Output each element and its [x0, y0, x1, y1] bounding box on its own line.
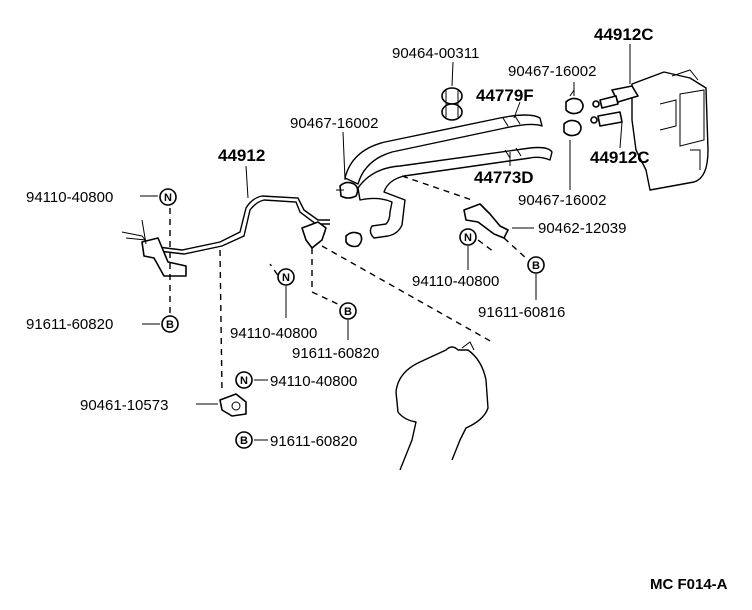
water-hose-44773D	[357, 146, 553, 239]
nut-marker-1: N	[159, 188, 177, 206]
nut-marker-label: N	[164, 192, 172, 204]
water-hose-44779F	[344, 114, 543, 185]
diagram-code: MC F014-A	[650, 576, 728, 593]
bolt-marker-label: B	[166, 319, 174, 331]
label-44779F: 44779F	[476, 86, 534, 105]
hose-clamp-lower-right	[563, 119, 582, 137]
label-94110-40800-a: 94110-40800	[26, 189, 113, 206]
label-44912: 44912	[218, 146, 265, 165]
label-94110-40800-b: 94110-40800	[412, 273, 499, 290]
nut-marker-4: N	[235, 371, 253, 389]
label-91611-60820-a: 91611-60820	[26, 316, 113, 333]
nut-marker-label: N	[282, 272, 290, 284]
label-94110-40800-c: 94110-40800	[230, 325, 317, 342]
label-90467-16002-left: 90467-16002	[290, 115, 378, 132]
bolt-marker-1: B	[161, 315, 179, 333]
bolt-marker-2: B	[339, 302, 357, 320]
reservoir-tank	[631, 69, 709, 191]
bracket-right-90462	[463, 203, 509, 239]
bracket-left	[141, 219, 187, 277]
bracket-mid	[301, 221, 327, 249]
label-90464-00311: 90464-00311	[392, 45, 479, 62]
label-91611-60816: 91611-60816	[478, 304, 565, 321]
label-91611-60820-b: 91611-60820	[292, 345, 379, 362]
reference-dash-lines	[169, 175, 529, 393]
bolt-marker-label: B	[344, 306, 352, 318]
leader-lines	[140, 44, 631, 441]
bolt-marker-4: B	[235, 431, 253, 449]
label-91611-60820-c: 91611-60820	[270, 433, 357, 450]
label-94110-40800-d: 94110-40800	[270, 373, 357, 390]
hose-clamp-upper-right	[565, 89, 584, 115]
label-90461-10573: 90461-10573	[80, 397, 168, 414]
bolt-marker-label: B	[240, 435, 248, 447]
label-90462-12039: 90462-12039	[538, 220, 626, 237]
nut-marker-label: N	[240, 375, 248, 387]
hose-clamp-left	[336, 181, 359, 199]
nut-marker-3: N	[459, 228, 477, 246]
label-44773D: 44773D	[474, 168, 534, 187]
nut-marker-label: N	[464, 232, 472, 244]
bolt-marker-3: B	[527, 256, 545, 274]
hose-clamp-lower	[345, 231, 363, 248]
label-44912C-top: 44912C	[594, 25, 654, 44]
nut-marker-2: N	[277, 268, 295, 286]
grommet-90464	[441, 87, 463, 121]
bolt-marker-label: B	[532, 260, 540, 272]
label-90467-16002-bottom: 90467-16002	[518, 192, 606, 209]
clamp-90461	[219, 393, 247, 417]
label-90467-16002-top: 90467-16002	[508, 63, 596, 80]
label-44912C-right: 44912C	[590, 148, 650, 167]
heater-core-housing	[395, 341, 489, 471]
water-valve-44912C	[590, 85, 639, 127]
